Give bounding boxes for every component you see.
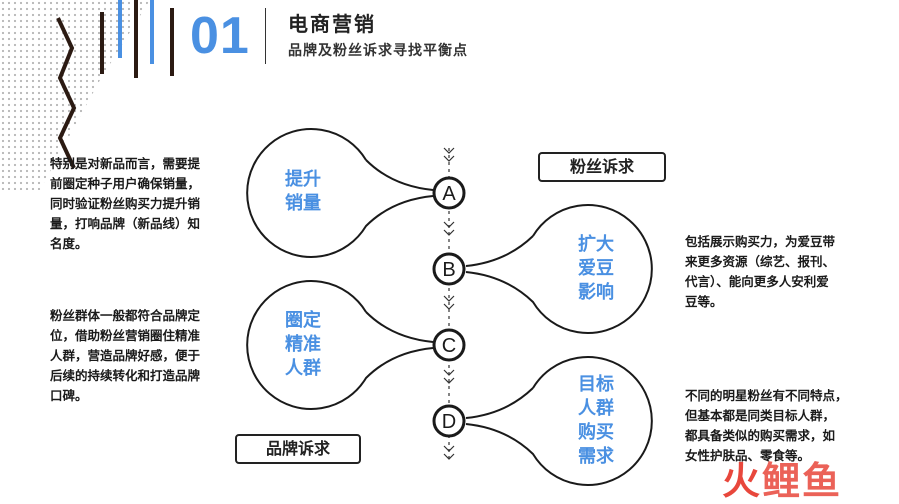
circle-connector-d: [465, 387, 534, 419]
bar-decoration: [118, 0, 122, 58]
circle-label-a: 提升销量: [285, 169, 321, 214]
chevron-down-icon: [443, 221, 455, 228]
circle-connector-d: [465, 356, 653, 486]
chevron-down-icon: [443, 229, 455, 236]
chevron-down-icon: [443, 453, 455, 460]
fan-demand-label: 粉丝诉求: [538, 152, 666, 182]
node-d-circle: [432, 404, 466, 438]
node-letter-d: D: [442, 411, 456, 433]
chevron-down-icon: [443, 303, 455, 310]
circle-connector-b: [465, 204, 653, 334]
description-b: 包括展示购买力，为爱豆带来更多资源（综艺、报刊、代言）、能向更多人安利爱豆等。: [685, 234, 836, 309]
circle-connector-b: [465, 235, 534, 267]
description-a: 特别是对新品而言，需要提前圈定种子用户确保销量，同时验证粉丝购买力提升销量，打响…: [50, 156, 201, 251]
node-letter-a: A: [442, 183, 456, 205]
circle-connector-a: [365, 159, 434, 191]
node-letter-c: C: [442, 335, 456, 357]
circle-label-d: 目标人群购买需求: [578, 374, 614, 467]
brand-logo: 火鲤鱼: [722, 459, 843, 503]
page-subtitle: 品牌及粉丝诉求寻找平衡点: [288, 43, 468, 59]
chevron-down-icon: [443, 377, 455, 384]
bar-decoration: [100, 12, 104, 74]
circle-label-c: 圈定精准人群: [285, 310, 321, 379]
dot-pattern-decoration: [0, 0, 174, 190]
brand-demand-label: 品牌诉求: [235, 434, 361, 464]
circle-connector-c: [365, 311, 434, 343]
zigzag-decoration: [56, 17, 77, 169]
chevron-down-icon: [443, 147, 455, 154]
node-letter-b: B: [442, 259, 455, 281]
circle-connector-c: [246, 280, 434, 410]
circle-label-b: 扩大爱豆影响: [578, 234, 614, 303]
chevron-down-icon: [443, 155, 455, 162]
node-b-circle: [432, 252, 466, 286]
chevron-down-icon: [443, 295, 455, 302]
bar-decoration: [150, 0, 154, 64]
chevron-down-icon: [443, 445, 455, 452]
description-d: 不同的明星粉丝有不同特点，但基本都是同类目标人群，都具备类似的购买需求，如女性护…: [685, 388, 848, 463]
chevron-down-icon: [443, 369, 455, 376]
description-c: 粉丝群体一般都符合品牌定位，借助粉丝营销圈住精准人群，营造品牌好感，便于后续的持…: [50, 308, 201, 403]
header-divider: [265, 8, 266, 64]
circle-connector-a: [246, 128, 434, 258]
bar-decoration: [134, 0, 138, 78]
page-title: 电商营销: [288, 12, 376, 36]
node-c-circle: [432, 328, 466, 362]
bar-decoration: [170, 8, 174, 76]
node-a-circle: [432, 176, 466, 210]
section-number: 01: [190, 7, 250, 65]
